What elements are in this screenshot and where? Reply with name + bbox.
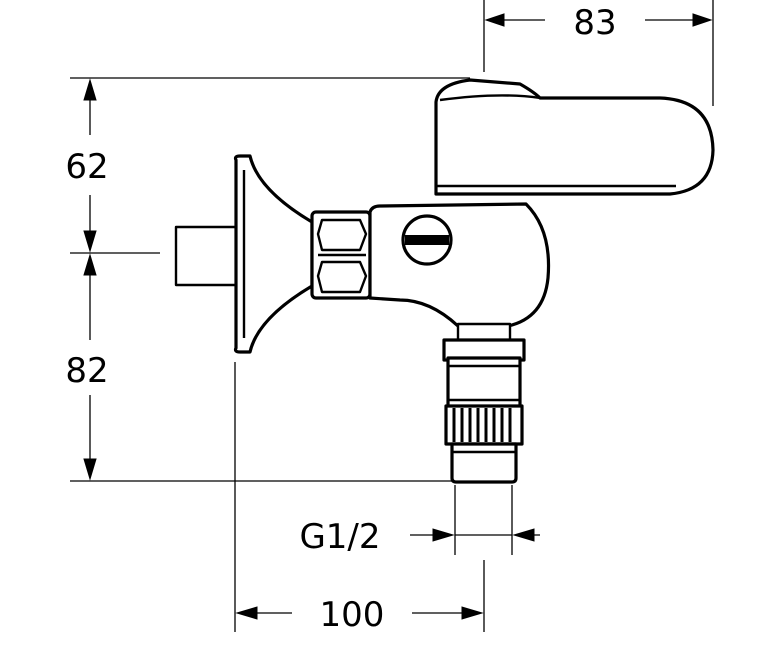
valve-body (368, 202, 551, 328)
rosette (233, 154, 314, 354)
faucet-part (174, 78, 715, 484)
dim-lower-height: 82 (65, 351, 108, 391)
dim-thread: G1/2 (299, 517, 380, 557)
dim-top-width: 83 (573, 3, 616, 43)
dimension-lines (70, 0, 714, 632)
lever-handle (434, 78, 715, 196)
dim-bottom-width: 100 (320, 595, 385, 635)
dimension-arrows (83, 13, 713, 620)
wall-stub (174, 225, 240, 287)
dim-upper-height: 62 (65, 147, 108, 187)
outlet-tip (450, 442, 518, 484)
